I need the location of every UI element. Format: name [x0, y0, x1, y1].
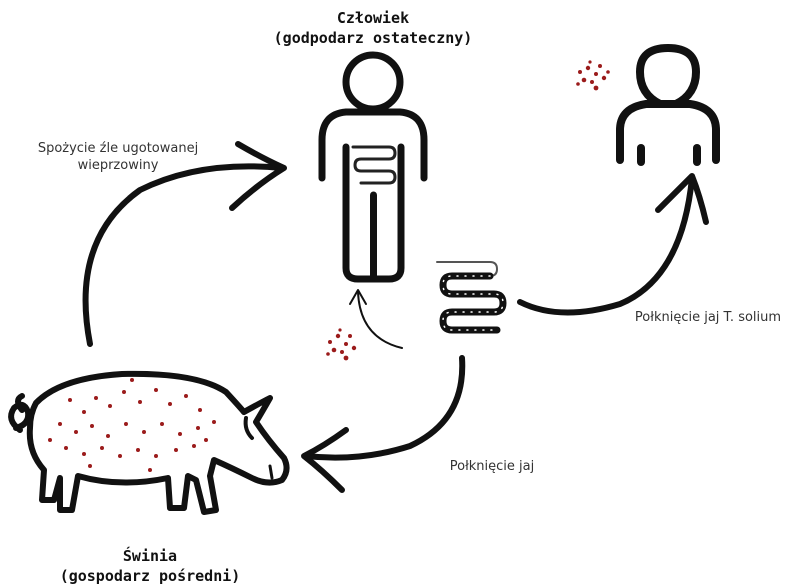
human-host-icon — [322, 55, 424, 279]
tapeworm-icon — [437, 262, 503, 330]
human-host-role: (godpodarz ostateczny) — [253, 28, 493, 48]
pig-host-title: Świnia (gospodarz pośredni) — [30, 546, 270, 586]
arrow-icon — [232, 144, 284, 208]
label-t-solium-egg-ingestion: Połknięcie jaj T. solium — [624, 309, 791, 326]
eggs-icon — [326, 328, 356, 360]
label-line-1: Spożycie źle ugotowanej — [18, 140, 218, 157]
label-line-2: wieprzowiny — [18, 157, 218, 174]
intestine-worm-icon — [353, 147, 395, 183]
pig-host-role: (gospodarz pośredni) — [30, 566, 270, 586]
pig-host-name: Świnia — [30, 546, 270, 566]
arrow-icon — [658, 176, 706, 222]
pig-icon — [11, 374, 286, 512]
label-eating-undercooked-pork: Spożycie źle ugotowanej wieprzowiny — [18, 140, 218, 174]
person-icon — [620, 48, 716, 162]
eggs-icon — [576, 60, 610, 90]
human-host-name: Człowiek — [253, 8, 493, 28]
label-egg-ingestion: Połknięcie jaj — [432, 458, 552, 475]
human-host-title: Człowiek (godpodarz ostateczny) — [253, 8, 493, 48]
